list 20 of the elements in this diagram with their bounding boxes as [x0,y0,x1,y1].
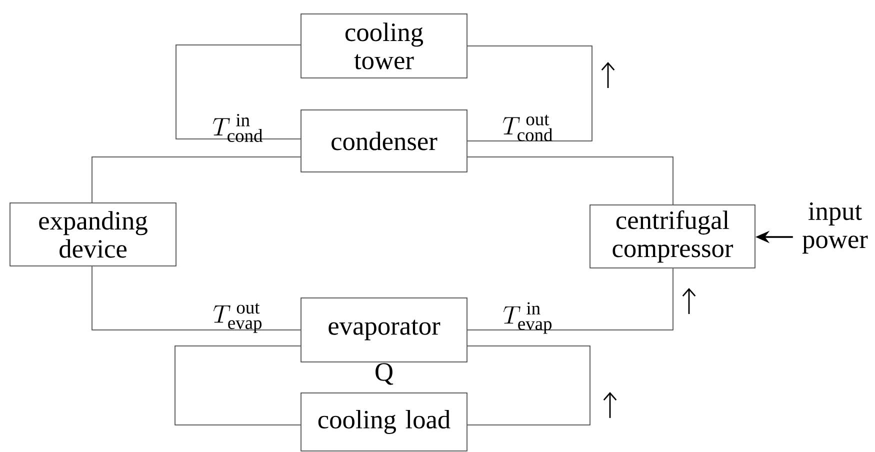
temperature-label: $T_{\mathrm{evap}}^{\;\mathrm{out}}$ [214,303,262,333]
connector-line [174,346,301,426]
process-box: cooling tower [300,14,468,78]
temperature-label: $T_{\mathrm{evap}}^{\;\mathrm{in}}$ [504,302,552,334]
connector-line [467,156,674,205]
input-label: input power [802,202,868,254]
connector-line [467,46,592,142]
process-box: evaporator [300,298,468,362]
temperature-label: $T_{\mathrm{cond}}^{\;\mathrm{out}}$ [502,114,553,142]
process-box: expanding device [10,202,176,266]
process-box: condenser [300,110,468,172]
temperature-label: $T_{\mathrm{cond}}^{\;\mathrm{in}}$ [212,114,263,142]
process-box: centrifugal compressor [590,204,756,268]
connector-line [467,346,590,426]
heat-label: Q [376,363,394,385]
process-box: cooling load [300,392,468,452]
connector-line [467,268,674,330]
connector-line [92,266,301,330]
connector-line [176,44,301,140]
connector-line [92,156,301,203]
